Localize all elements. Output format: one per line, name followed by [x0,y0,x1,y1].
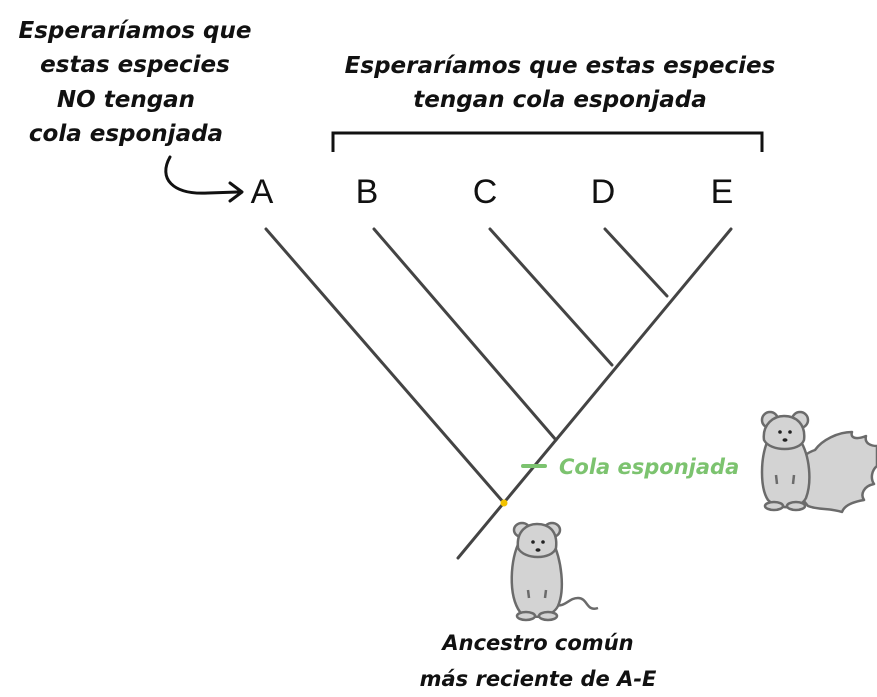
taxon-e: E [711,173,734,211]
bracket [331,131,764,152]
branch-b [372,227,558,442]
right-note-line-1: Esperaríamos que estas especies [345,53,776,79]
fluffy-tailed-squirrel-icon [760,410,877,514]
ancestor-node [500,499,508,507]
trait-label: Cola esponjada [559,455,739,479]
ancestor-label-line-1: Ancestro común [440,631,633,655]
ancestor-label-line-2: más reciente de A-E [420,667,657,691]
left-note-line-1: Esperaríamos que [19,18,252,44]
tree-branches [264,227,733,560]
taxon-labels: A B C D E [251,173,734,211]
left-note-line-4: cola esponjada [29,121,223,147]
left-note-line-2: estas especies [40,52,230,78]
right-note-line-2: tengan cola esponjada [413,87,707,113]
taxon-b: B [356,173,379,211]
right-annotation: Esperaríamos que estas especies tengan c… [345,53,776,113]
branch-a [264,227,506,505]
left-annotation: Esperaríamos que estas especies NO tenga… [19,18,252,147]
taxon-c: C [473,173,498,211]
plain-tailed-rodent-icon [510,521,599,622]
branch-c [488,227,614,367]
branch-d [603,227,669,298]
trunk-branch [456,227,733,560]
taxon-d: D [591,173,616,211]
left-note-line-3: NO tengan [57,87,195,113]
taxon-a: A [251,173,274,211]
curved-arrow-icon [164,155,244,203]
ancestor-caption: Ancestro común más reciente de A-E [420,631,657,691]
